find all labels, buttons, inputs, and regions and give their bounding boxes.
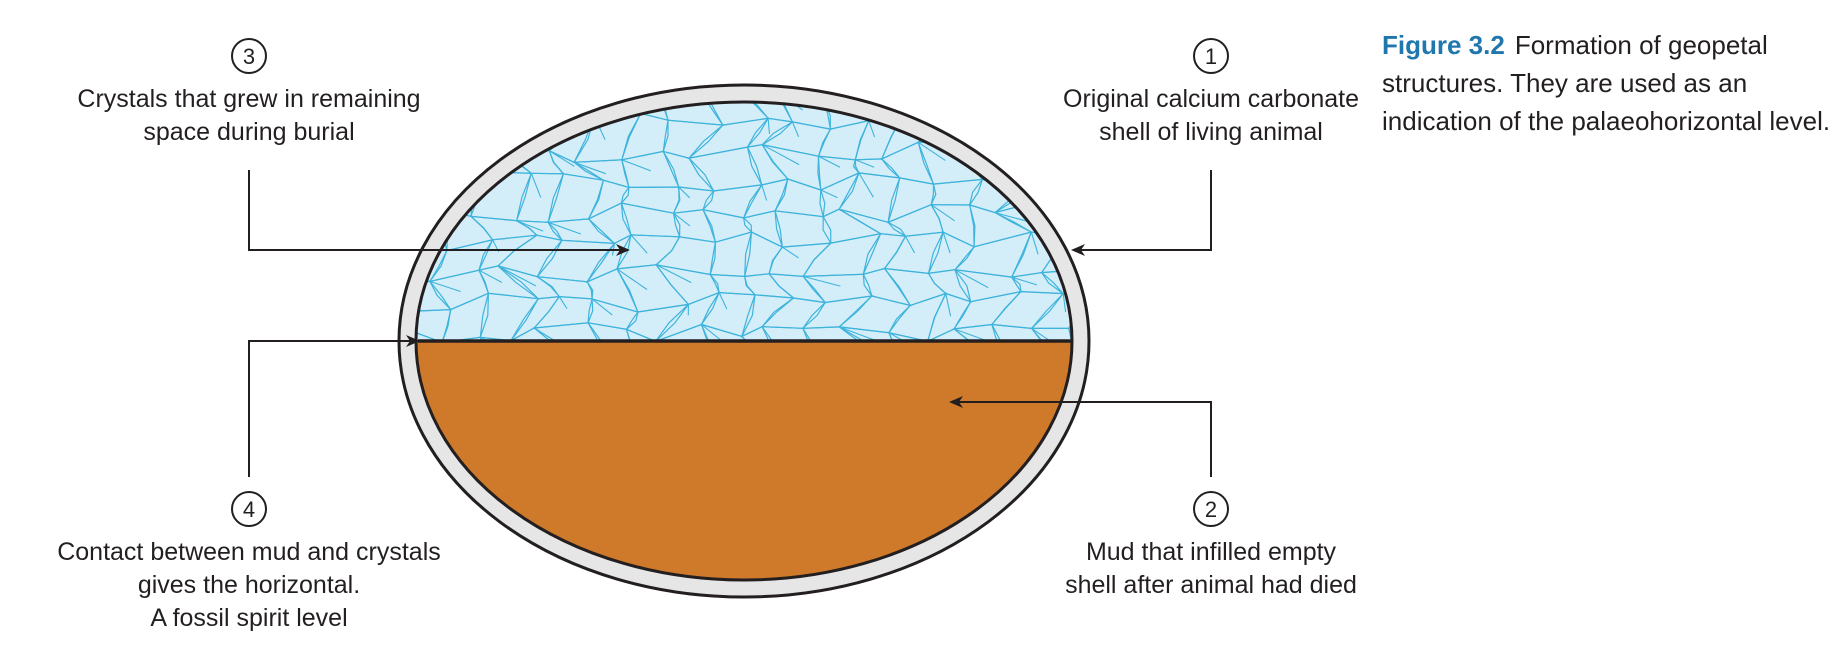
crystal-cell bbox=[1106, 306, 1186, 339]
callout-4-line-2: gives the horizontal. bbox=[138, 571, 360, 599]
crystal-cell bbox=[970, 87, 1032, 131]
crystal-edge bbox=[465, 162, 491, 163]
callout-3-line-2: space during burial bbox=[143, 118, 354, 146]
crystal-cell bbox=[1105, 210, 1167, 245]
crystal-cell bbox=[1050, 143, 1088, 191]
crystal-cell bbox=[1088, 182, 1140, 212]
callout-1-number: 1 bbox=[1205, 44, 1217, 69]
callout-4-number: 4 bbox=[243, 497, 255, 522]
callout-4-line-3: A fossil spirit level bbox=[150, 604, 347, 632]
crystal-cell bbox=[1106, 330, 1181, 366]
callout-1-line-1: Original calcium carbonate bbox=[1063, 85, 1359, 113]
crystal-cell bbox=[1091, 210, 1142, 242]
crystal-edge bbox=[579, 98, 609, 103]
mud-infill bbox=[380, 341, 1100, 601]
crystal-cell bbox=[1079, 143, 1141, 191]
callout-2-line-1: Mud that infilled empty bbox=[1086, 538, 1337, 566]
callout-1: 1 Original calcium carbonate shell of li… bbox=[1063, 39, 1359, 146]
callout-1-line-2: shell of living animal bbox=[1099, 118, 1323, 146]
callout-2-number: 2 bbox=[1205, 497, 1217, 522]
crystal-cell bbox=[994, 86, 1071, 131]
callout-4-line-1: Contact between mud and crystals bbox=[57, 538, 441, 566]
leader-4 bbox=[249, 341, 418, 477]
crystal-cell bbox=[387, 130, 445, 157]
crystal-cell bbox=[1082, 265, 1134, 306]
figure-caption-label: Figure 3.2 bbox=[1382, 30, 1505, 60]
callout-2: 2 Mud that infilled empty shell after an… bbox=[1065, 492, 1357, 599]
crystal-cell bbox=[900, 86, 952, 117]
crystal-cell bbox=[1050, 125, 1105, 145]
crystal-cell bbox=[1004, 130, 1071, 159]
crystal-cell bbox=[470, 92, 531, 120]
callout-4: 4 Contact between mud and crystals gives… bbox=[57, 492, 441, 632]
crystal-edge bbox=[1079, 143, 1106, 168]
crystal-edge bbox=[1071, 130, 1074, 136]
crystal-cell bbox=[1105, 182, 1185, 215]
crystal-cell bbox=[387, 150, 459, 178]
crystal-edge bbox=[387, 150, 421, 166]
crystal-cell bbox=[438, 157, 481, 174]
crystal-cell bbox=[1106, 242, 1167, 281]
crystal-cell bbox=[1124, 353, 1182, 399]
leader-1 bbox=[1073, 170, 1211, 250]
crystal-cell bbox=[498, 90, 573, 125]
crystal-cell bbox=[925, 87, 978, 127]
callout-3: 3 Crystals that grew in remaining space … bbox=[77, 39, 420, 146]
crystal-cell bbox=[1106, 265, 1186, 310]
crystal-edge bbox=[952, 114, 953, 134]
crystal-edge bbox=[1094, 236, 1104, 255]
crystal-cell bbox=[1036, 180, 1091, 212]
callout-3-line-1: Crystals that grew in remaining bbox=[77, 85, 420, 113]
callout-2-line-2: shell after animal had died bbox=[1065, 571, 1357, 599]
callout-3-number: 3 bbox=[243, 44, 255, 69]
crystal-cell bbox=[438, 117, 489, 162]
crystal-cell bbox=[1111, 149, 1185, 186]
crystal-cell bbox=[1082, 236, 1142, 269]
crystal-edge bbox=[445, 130, 461, 143]
crystal-cell bbox=[423, 87, 489, 131]
